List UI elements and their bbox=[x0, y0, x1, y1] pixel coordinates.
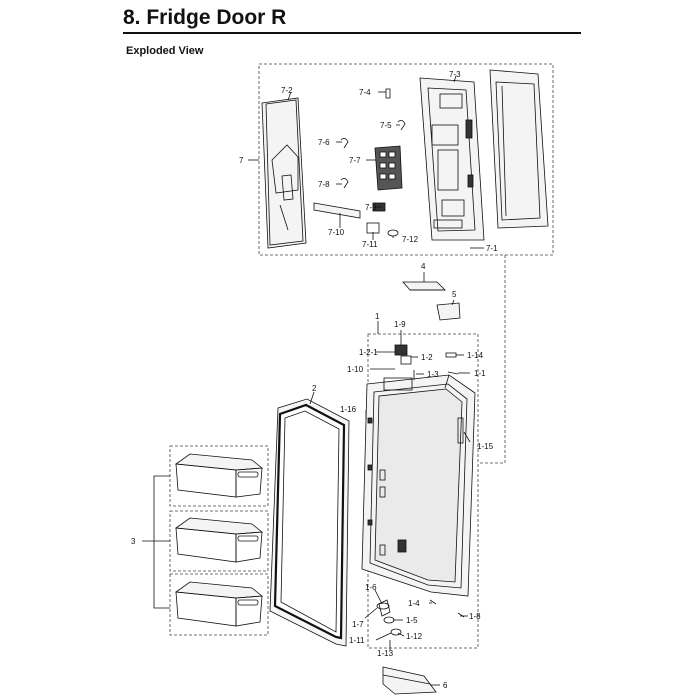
bin-group-box-top bbox=[169, 445, 269, 507]
part-1-12-ring bbox=[390, 628, 402, 636]
callout-1-10: 1-10 bbox=[347, 365, 364, 374]
callout-1-5: 1-5 bbox=[406, 616, 418, 625]
callout-7-4: 7-4 bbox=[359, 88, 371, 97]
callout-7-1: 7-1 bbox=[486, 244, 498, 253]
part-1-14-pin bbox=[445, 352, 457, 358]
callout-7-8: 7-8 bbox=[318, 180, 330, 189]
callout-7-12: 7-12 bbox=[402, 235, 419, 244]
part-7-2-panel bbox=[261, 97, 307, 249]
part-6-cap bbox=[382, 666, 440, 695]
bin-top bbox=[174, 453, 264, 498]
callout-7-6: 7-6 bbox=[318, 138, 330, 147]
part-1-8-screw bbox=[457, 612, 465, 618]
callout-1-12: 1-12 bbox=[406, 632, 423, 641]
part-7-7-pcb bbox=[374, 145, 403, 191]
part-1-9-block bbox=[394, 344, 408, 356]
callout-1-7: 1-7 bbox=[352, 620, 364, 629]
callout-1-8: 1-8 bbox=[469, 612, 481, 621]
section-label: Exploded View bbox=[126, 45, 204, 57]
part-1-1-screw bbox=[447, 371, 459, 375]
bin-group-box-bot bbox=[169, 573, 269, 636]
part-4-cap bbox=[402, 272, 446, 291]
callout-6: 6 bbox=[443, 681, 448, 690]
part-5-cover bbox=[436, 299, 461, 321]
callout-1-14: 1-14 bbox=[467, 351, 484, 360]
callout-1-2-1: 1-2-1 bbox=[359, 348, 378, 357]
part-1-door-body bbox=[361, 374, 476, 597]
callout-7-3: 7-3 bbox=[449, 70, 461, 79]
part-2-gasket bbox=[269, 391, 350, 647]
page-title: 8. Fridge Door R bbox=[123, 6, 287, 29]
part-7-8-clip bbox=[340, 178, 349, 189]
part-1-7-washer bbox=[376, 602, 390, 610]
part-7-1-front-panel bbox=[489, 69, 549, 229]
callout-1-1: 1-1 bbox=[474, 369, 486, 378]
callout-4: 4 bbox=[421, 262, 426, 271]
part-1-4-screw bbox=[429, 599, 437, 605]
bin-bottom bbox=[174, 581, 264, 627]
callout-1-4: 1-4 bbox=[408, 599, 420, 608]
bin-middle bbox=[174, 517, 264, 563]
callout-1-16: 1-16 bbox=[340, 405, 357, 414]
part-1-5-cap bbox=[383, 616, 395, 624]
part-1-6-hinge bbox=[378, 599, 391, 617]
callout-1-2: 1-2 bbox=[421, 353, 433, 362]
callout-7-9: 7-9 bbox=[365, 203, 377, 212]
callout-7-7: 7-7 bbox=[349, 156, 361, 165]
part-1-2-block bbox=[400, 355, 412, 365]
part-7-6-clip bbox=[340, 138, 349, 149]
title-rule bbox=[123, 32, 581, 34]
callout-1-13: 1-13 bbox=[377, 649, 394, 658]
assembly-7-box bbox=[258, 63, 554, 256]
callout-7-5: 7-5 bbox=[380, 121, 392, 130]
callout-1-15: 1-15 bbox=[477, 442, 494, 451]
callout-7-10: 7-10 bbox=[328, 228, 345, 237]
callout-2: 2 bbox=[312, 384, 317, 393]
callout-1-9: 1-9 bbox=[394, 320, 406, 329]
part-7-10-strip bbox=[313, 202, 361, 219]
part-7-3-door-frame bbox=[419, 77, 485, 241]
part-7-5-clip bbox=[397, 120, 406, 131]
callout-7-2: 7-2 bbox=[281, 86, 293, 95]
callout-1-6: 1-6 bbox=[365, 583, 377, 592]
callout-7-11: 7-11 bbox=[362, 240, 378, 249]
callout-7: 7 bbox=[239, 156, 244, 165]
callout-1-11: 1-11 bbox=[349, 636, 365, 645]
part-7-4-clip bbox=[385, 88, 391, 99]
part-7-12-screw bbox=[387, 229, 399, 237]
callout-1: 1 bbox=[375, 312, 380, 321]
callout-5: 5 bbox=[452, 290, 457, 299]
callout-3: 3 bbox=[131, 537, 136, 546]
part-7-11-bracket bbox=[366, 222, 380, 234]
callout-1-3: 1-3 bbox=[427, 370, 439, 379]
